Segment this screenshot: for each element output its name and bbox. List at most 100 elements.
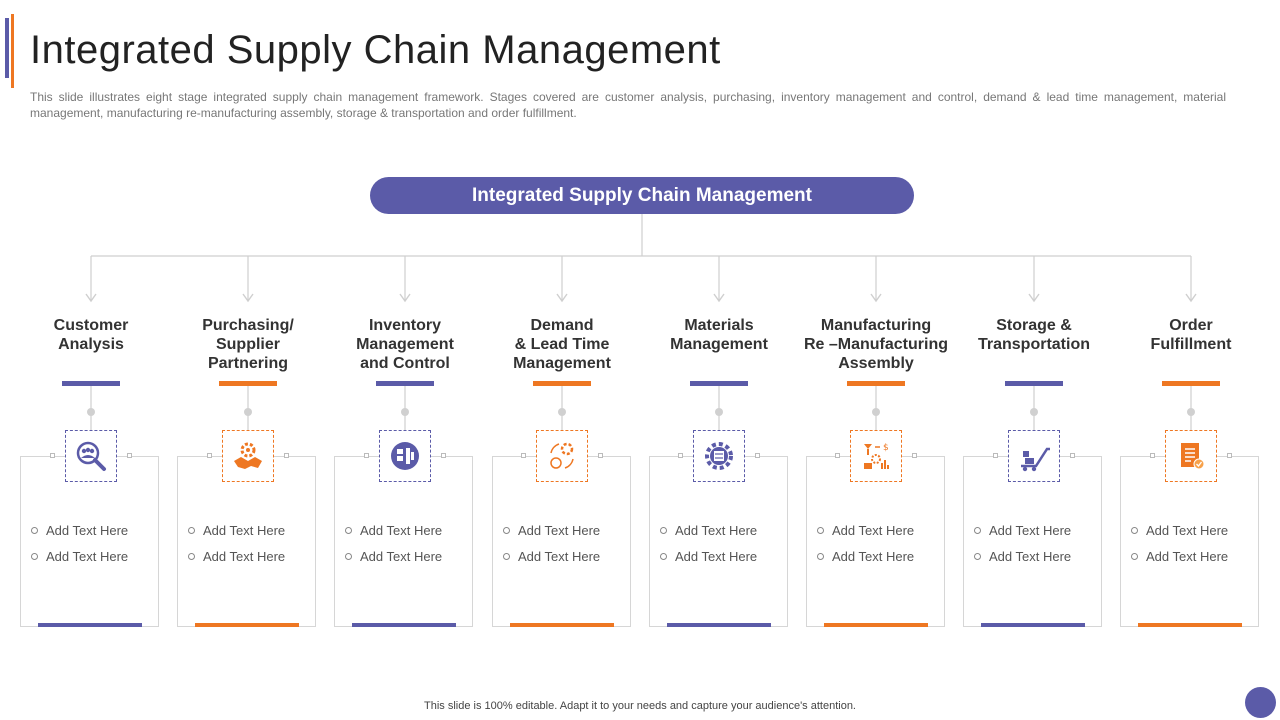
card-right-handle bbox=[598, 453, 603, 458]
stage-title-line: Materials bbox=[684, 317, 754, 334]
card-right-handle bbox=[441, 453, 446, 458]
card-left-handle bbox=[678, 453, 683, 458]
stage-accent-bar bbox=[219, 381, 277, 386]
gear-chip-icon bbox=[693, 430, 745, 482]
corner-decoration bbox=[1245, 687, 1276, 718]
stage-title-line: Management bbox=[670, 336, 768, 353]
stage-title-line: Demand bbox=[530, 317, 594, 334]
bullet-item[interactable]: Add Text Here bbox=[1131, 523, 1254, 549]
magnifier-people-icon bbox=[65, 430, 117, 482]
bullet-item[interactable]: Add Text Here bbox=[345, 523, 468, 549]
card-left-handle bbox=[993, 453, 998, 458]
card-bottom-bar bbox=[981, 623, 1085, 627]
stage-title-line: Manufacturing bbox=[820, 317, 932, 334]
bullet-item[interactable]: Add Text Here bbox=[817, 549, 940, 575]
bullet-item[interactable]: Add Text Here bbox=[660, 549, 783, 575]
stage-title-line: Partnering bbox=[207, 355, 288, 372]
card-right-handle bbox=[755, 453, 760, 458]
card-bottom-bar bbox=[1138, 623, 1242, 627]
bullet-item[interactable]: Add Text Here bbox=[1131, 549, 1254, 575]
card-left-handle bbox=[50, 453, 55, 458]
header-pill: Integrated Supply Chain Management bbox=[370, 177, 914, 214]
stage-title-line: Assembly bbox=[838, 355, 914, 372]
stage-title-line: Inventory bbox=[368, 317, 441, 334]
card-right-handle bbox=[912, 453, 917, 458]
stage-accent-bar bbox=[62, 381, 120, 386]
stage-title-line: Order bbox=[1169, 317, 1213, 334]
stage-title-line: & Lead Time bbox=[514, 336, 610, 353]
title-accent-bar-purple bbox=[5, 18, 9, 78]
card-left-handle bbox=[364, 453, 369, 458]
slide-description: This slide illustrates eight stage integ… bbox=[30, 90, 1226, 120]
bullet-item[interactable]: Add Text Here bbox=[974, 549, 1097, 575]
bullet-item[interactable]: Add Text Here bbox=[817, 523, 940, 549]
bullet-item[interactable]: Add Text Here bbox=[503, 549, 626, 575]
bullet-item[interactable]: Add Text Here bbox=[31, 523, 154, 549]
card-bottom-bar bbox=[195, 623, 299, 627]
hand-truck-icon bbox=[1008, 430, 1060, 482]
card-bottom-bar bbox=[352, 623, 456, 627]
bullet-item[interactable]: Add Text Here bbox=[660, 523, 783, 549]
bullet-item[interactable]: Add Text Here bbox=[31, 549, 154, 575]
card-right-handle bbox=[1227, 453, 1232, 458]
bullet-item[interactable]: Add Text Here bbox=[974, 523, 1097, 549]
handshake-gear-icon bbox=[222, 430, 274, 482]
stage-title-line: Customer bbox=[53, 317, 129, 334]
slide-title: Integrated Supply Chain Management bbox=[30, 28, 721, 72]
card-left-handle bbox=[1150, 453, 1155, 458]
card-left-handle bbox=[835, 453, 840, 458]
card-right-handle bbox=[127, 453, 132, 458]
bullet-item[interactable]: Add Text Here bbox=[188, 523, 311, 549]
card-bottom-bar bbox=[38, 623, 142, 627]
stage-title-line: Re –Manufacturing bbox=[803, 336, 948, 353]
stage-title-line: Purchasing/ bbox=[202, 317, 294, 334]
inventory-boxes-icon bbox=[379, 430, 431, 482]
card-bottom-bar bbox=[824, 623, 928, 627]
stage-accent-bar bbox=[1162, 381, 1220, 386]
order-document-icon bbox=[1165, 430, 1217, 482]
card-right-handle bbox=[284, 453, 289, 458]
stage-accent-bar bbox=[847, 381, 905, 386]
stage-title-line: Management bbox=[513, 355, 611, 372]
footer-note: This slide is 100% editable. Adapt it to… bbox=[424, 700, 856, 712]
card-left-handle bbox=[207, 453, 212, 458]
stage-title-line: Supplier bbox=[215, 336, 280, 353]
stage-accent-bar bbox=[1005, 381, 1063, 386]
stage-title-line: Analysis bbox=[58, 336, 124, 353]
stage-accent-bar bbox=[533, 381, 591, 386]
stage-title-line: and Control bbox=[360, 355, 450, 372]
stage-title-line: Management bbox=[356, 336, 454, 353]
bullet-item[interactable]: Add Text Here bbox=[503, 523, 626, 549]
card-right-handle bbox=[1070, 453, 1075, 458]
stage-accent-bar bbox=[376, 381, 434, 386]
assembly-flow-icon: $ bbox=[850, 430, 902, 482]
card-left-handle bbox=[521, 453, 526, 458]
title-accent-bar-orange bbox=[11, 14, 14, 88]
bullet-item[interactable]: Add Text Here bbox=[188, 549, 311, 575]
card-bottom-bar bbox=[510, 623, 614, 627]
bullet-item[interactable]: Add Text Here bbox=[345, 549, 468, 575]
header-pill-label: Integrated Supply Chain Management bbox=[472, 184, 812, 206]
